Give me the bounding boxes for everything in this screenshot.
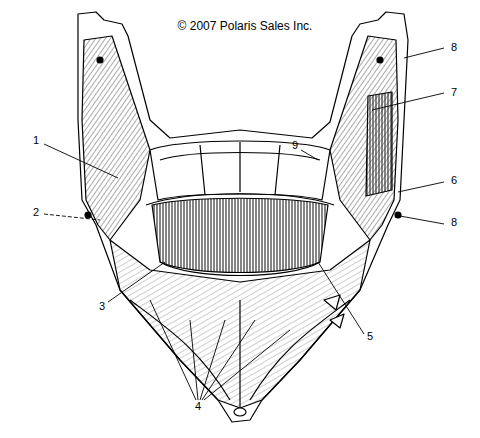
callout-number: 7	[451, 86, 457, 98]
callout-number: 2	[33, 206, 39, 218]
callout-number: 6	[451, 174, 457, 186]
callout-number: 9	[292, 139, 298, 151]
callout-number: 3	[99, 300, 105, 312]
callout-number: 4	[195, 400, 201, 412]
callout-number: 8	[451, 216, 457, 228]
callout-number: 8	[451, 41, 457, 53]
callout-number: 1	[33, 134, 39, 146]
copyright-note: © 2007 Polaris Sales Inc.	[178, 20, 313, 32]
callout-number: 5	[367, 330, 373, 342]
